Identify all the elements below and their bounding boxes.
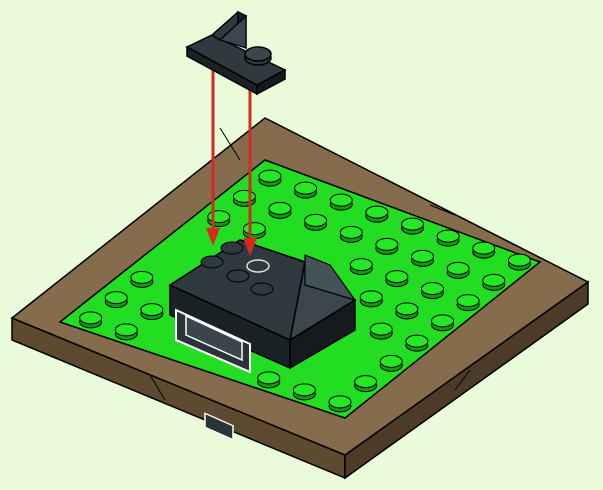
plate-stud [233,190,255,202]
plate-stud [330,194,352,206]
plate-stud [305,214,327,226]
plate-stud [483,274,505,286]
plate-stud [80,312,102,324]
plate-stud [437,230,459,242]
plate-stud [115,324,137,336]
plate-stud [295,182,317,194]
plate-stud [258,372,280,384]
plate-stud [293,384,315,396]
plate-stud [350,259,372,271]
plate-stud [457,295,479,307]
plate-stud [355,376,377,388]
plate-stud [259,170,281,182]
plate-stud [422,283,444,295]
plate-stud [131,271,153,283]
plate-stud [396,303,418,315]
plate-stud [508,254,530,266]
plate-stud [340,226,362,238]
plate-stud [386,271,408,283]
plate-stud [376,238,398,250]
plate-stud [141,304,163,316]
plate-stud [370,323,392,335]
plate-stud [208,211,230,223]
plate-stud [447,262,469,274]
plate-stud [473,242,495,254]
plate-stud [269,202,291,214]
plate-stud [412,250,434,262]
dark-bracket-plate [187,12,285,94]
plate-stud [243,223,265,235]
plate-stud [402,218,424,230]
plate-stud [105,292,127,304]
plate-stud [380,355,402,367]
plate-stud [360,291,382,303]
plate-stud [366,206,388,218]
plate-stud [329,396,351,408]
plate-stud [406,335,428,347]
plate-stud [432,315,454,327]
